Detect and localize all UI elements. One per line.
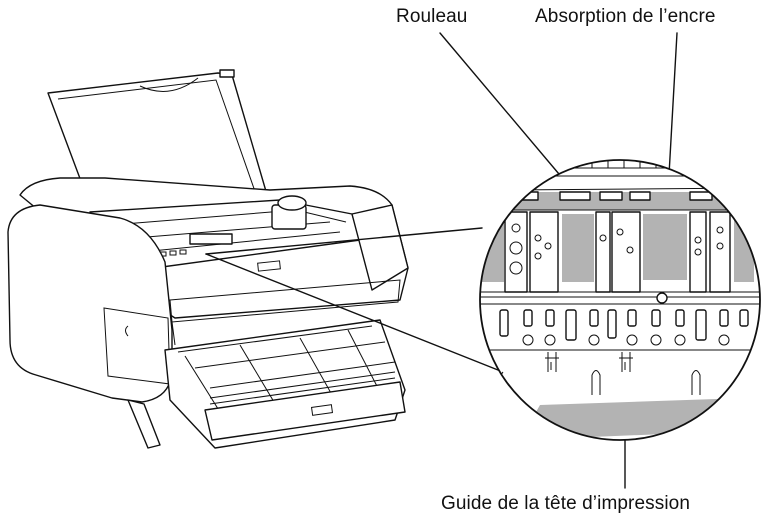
print-head-guide-clips <box>499 352 701 395</box>
printer-illustration <box>7 69 409 449</box>
label-roller: Rouleau <box>396 6 468 27</box>
zoom-connector-top <box>205 227 483 255</box>
printer-front-opening <box>169 279 401 346</box>
lower-rib-row <box>480 309 760 351</box>
leader-lines <box>205 32 678 489</box>
label-ink-absorption: Absorption de l’encre <box>535 6 716 27</box>
zoom-connector-bottom <box>205 253 504 373</box>
magnified-detail-circle <box>479 159 761 441</box>
printer-output-tray <box>164 319 406 449</box>
leader-line-roller <box>439 32 576 194</box>
platen-rails <box>480 291 760 305</box>
ink-absorption-pads <box>482 211 754 293</box>
printer-left-housing <box>7 204 173 449</box>
label-print-head-guide: Guide de la tête d’impression <box>441 493 690 514</box>
roller-row <box>500 191 740 211</box>
